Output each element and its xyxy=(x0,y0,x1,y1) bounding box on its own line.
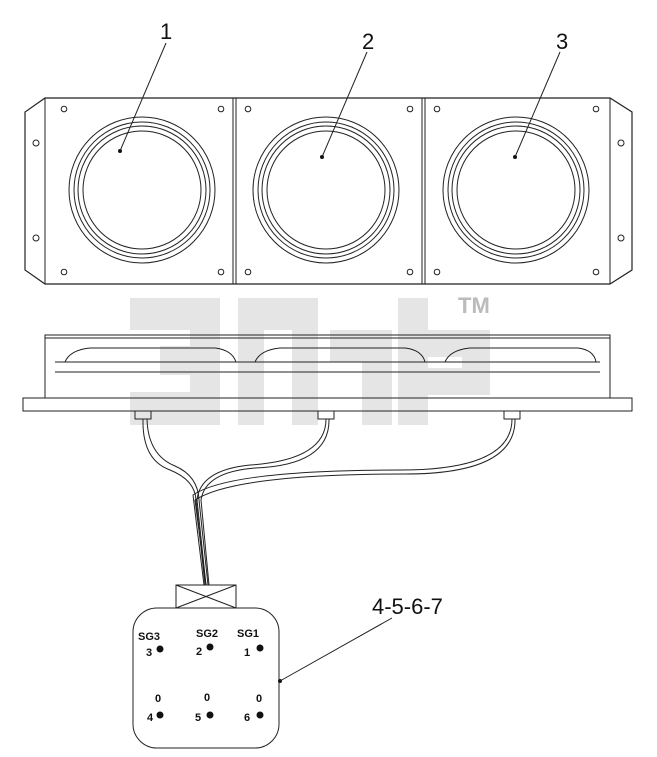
pin-label-0b: 0 xyxy=(204,692,210,704)
callout-3: 3 xyxy=(556,29,568,54)
mount-hole xyxy=(32,234,40,242)
cable-gland-2 xyxy=(317,410,335,420)
mount-hole xyxy=(617,234,625,242)
lens-2 xyxy=(252,116,400,264)
pin-num-1: 1 xyxy=(244,647,250,659)
mount-hole xyxy=(32,139,40,147)
lens-3 xyxy=(442,116,590,264)
pin-label-sg1: SG1 xyxy=(237,628,259,640)
pin-num-2: 2 xyxy=(196,646,202,658)
pin-label-0c: 0 xyxy=(256,693,262,705)
leader-3 xyxy=(514,51,561,158)
pin-num-3: 3 xyxy=(146,647,152,659)
cable-gland-3 xyxy=(503,410,521,420)
pin-dot xyxy=(206,643,214,651)
pin-label-sg3: SG3 xyxy=(138,631,160,643)
pin-dot xyxy=(206,711,214,719)
pin-dot xyxy=(256,644,264,652)
callout-2: 2 xyxy=(362,29,374,54)
lens-1 xyxy=(68,116,216,264)
leader-1 xyxy=(119,42,167,152)
leader-4 xyxy=(279,617,393,682)
pin-dot xyxy=(256,711,264,719)
mount-hole xyxy=(617,139,625,147)
signal-housing-side xyxy=(22,334,633,420)
screw-holes xyxy=(60,105,600,276)
callout-1: 1 xyxy=(160,19,172,44)
body-outline xyxy=(44,334,611,398)
connector-body xyxy=(132,607,280,749)
pin-label-sg2: SG2 xyxy=(196,628,218,640)
pin-num-6: 6 xyxy=(244,712,250,724)
pin-num-5: 5 xyxy=(195,712,201,724)
watermark-tm: TM xyxy=(458,293,490,318)
pin-dot xyxy=(156,645,164,653)
callout-4-5-6-7: 4-5-6-7 xyxy=(372,594,443,619)
signal-housing-front xyxy=(24,42,633,285)
pin-dot xyxy=(156,711,164,719)
connector-block: SG3 3 SG2 2 SG1 1 0 4 0 5 0 6 xyxy=(132,584,393,749)
pin-num-4: 4 xyxy=(147,712,154,724)
pin-label-0a: 0 xyxy=(155,693,161,705)
leader-2 xyxy=(321,51,368,158)
wiring xyxy=(142,418,516,586)
watermark-logo: TM xyxy=(130,293,490,425)
base-plate xyxy=(22,397,633,412)
